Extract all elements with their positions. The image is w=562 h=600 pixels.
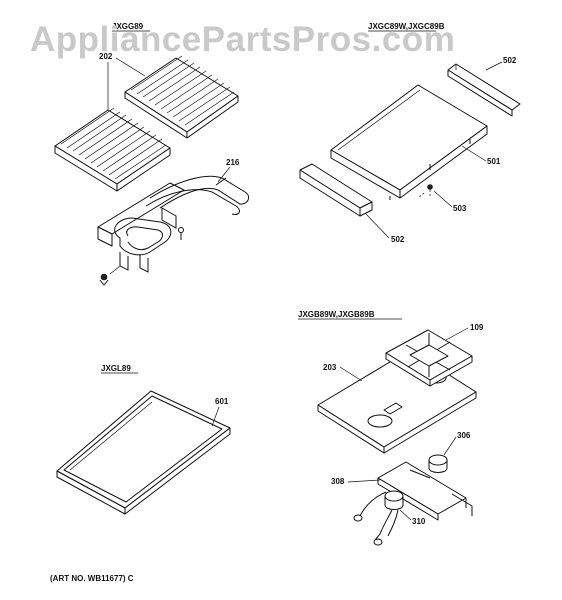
burner-assembly: JXGB89W,JXGB89B 109 203 — [298, 310, 484, 546]
section-title-grill: JXGG89 — [112, 22, 144, 31]
griddle-assembly: JXGC89W,JXGC89B 502 503 501 — [299, 22, 521, 244]
griddle-screw — [417, 184, 433, 199]
grill-heating-element — [97, 175, 250, 286]
plate-assembly: JXGL89 601 — [56, 364, 231, 515]
label-310: 310 — [412, 517, 426, 526]
burner-valve-assembly — [353, 454, 473, 546]
grill-assembly: JXGG89 — [54, 22, 250, 286]
section-title-griddle: JXGC89W,JXGC89B — [368, 22, 445, 31]
label-203: 203 — [323, 363, 337, 372]
flat-plate — [56, 390, 231, 515]
griddle-plate — [330, 84, 488, 200]
burner-grate — [385, 329, 473, 387]
label-502-bottom: 502 — [391, 235, 405, 244]
grill-grate-right — [124, 55, 239, 139]
art-number: (ART NO. WB11677) C — [50, 574, 134, 583]
section-title-burner: JXGB89W,JXGB89B — [298, 310, 375, 319]
label-601: 601 — [215, 397, 229, 406]
label-216: 216 — [226, 158, 240, 167]
label-109: 109 — [470, 323, 484, 332]
label-306: 306 — [457, 431, 471, 440]
label-501: 501 — [487, 157, 501, 166]
grill-grate-left — [54, 107, 171, 192]
label-502-top: 502 — [503, 56, 517, 65]
label-202: 202 — [99, 52, 113, 61]
label-503: 503 — [453, 204, 467, 213]
griddle-trim-top — [447, 63, 521, 117]
watermark: AppliancePartsPros.com — [30, 20, 455, 59]
section-title-plate: JXGL89 — [101, 364, 131, 373]
label-308: 308 — [331, 477, 345, 486]
griddle-trim-bottom — [299, 163, 373, 217]
